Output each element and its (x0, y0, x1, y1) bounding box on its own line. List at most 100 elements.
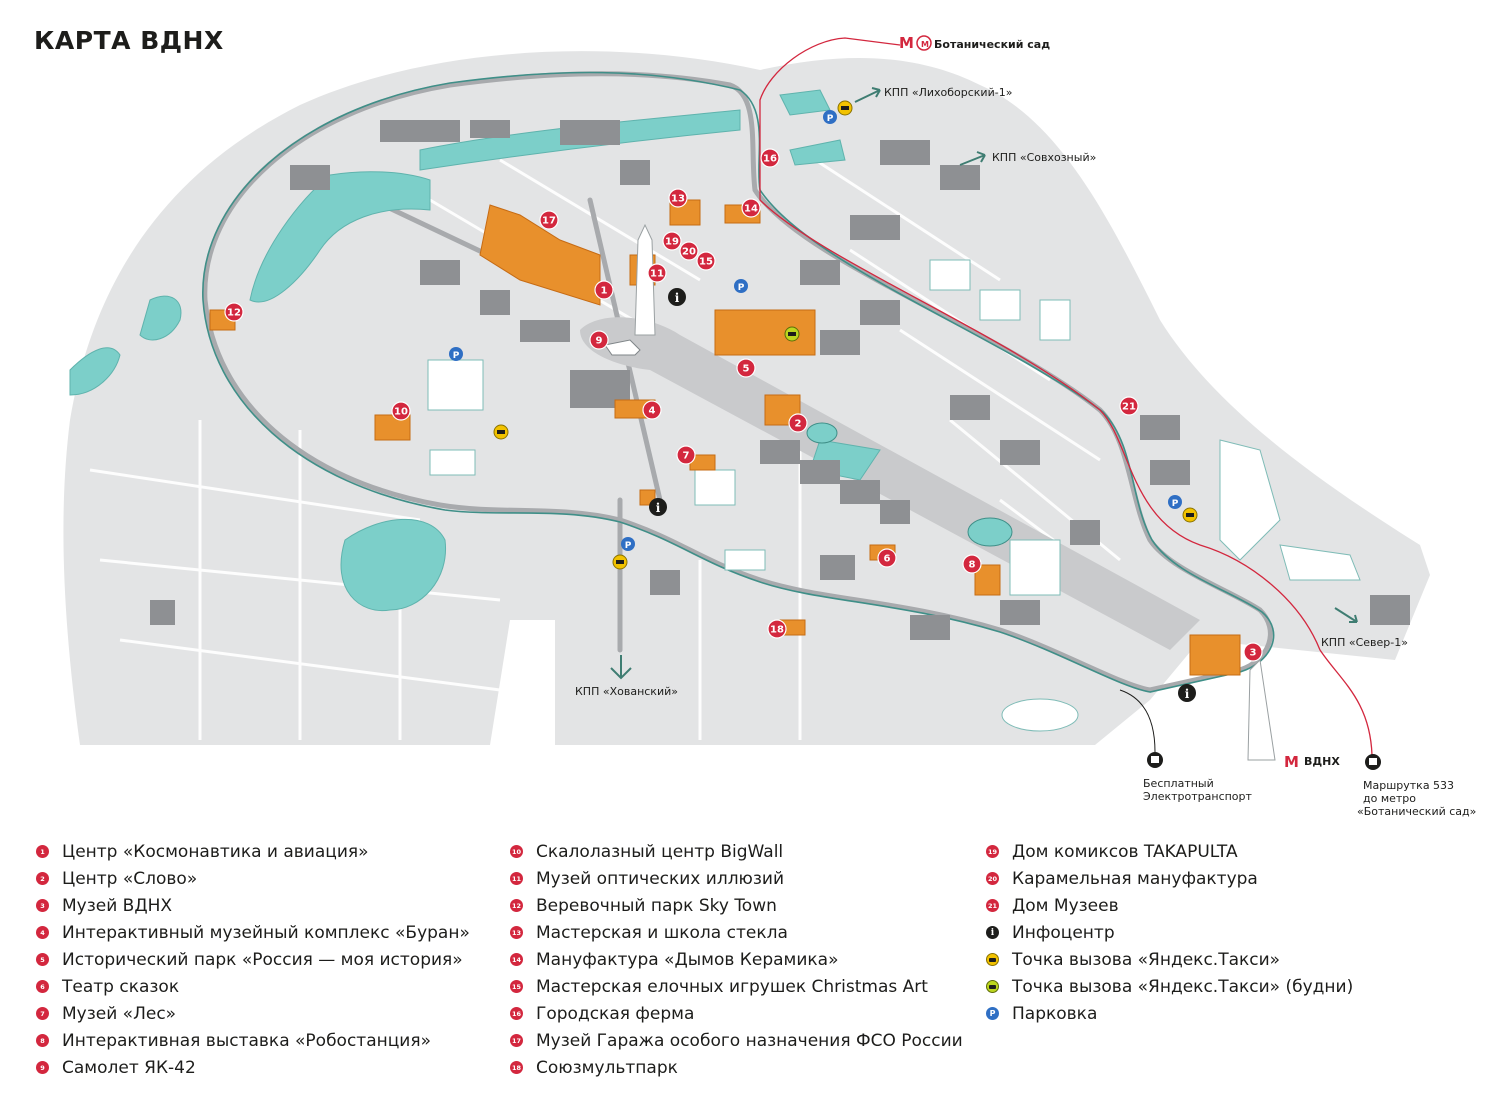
kpp-khovansky[interactable]: КПП «Хованский» (575, 655, 678, 698)
kpp-sever[interactable]: КПП «Север-1» (1321, 607, 1408, 649)
legend-label: Скалолазный центр BigWall (536, 841, 784, 862)
marker-15[interactable]: 15 (696, 251, 716, 271)
minibus-stop[interactable]: Маршрутка 533 до метро «Ботанический сад… (1357, 754, 1476, 818)
marker-16[interactable]: 16 (760, 148, 780, 168)
marker-icon: 16 (510, 1007, 523, 1020)
tram-line (202, 71, 1275, 693)
buildings (150, 120, 1410, 640)
kpp-likhoborsky[interactable]: КПП «Лихоборский-1» (854, 86, 1012, 103)
marker-2[interactable]: 2 (788, 413, 808, 433)
metro-vdnh[interactable]: M ВДНХ (1284, 753, 1340, 771)
marker-number: 17 (542, 216, 556, 227)
metro-ring-icon (916, 35, 932, 51)
marker-13[interactable]: 13 (668, 188, 688, 208)
minibus-label-3: «Ботанический сад» (1357, 805, 1476, 818)
legend-label: Музей оптических иллюзий (536, 868, 785, 889)
taxi-icon (1182, 507, 1198, 523)
legend-label: Точка вызова «Яндекс.Такси» (будни) (1012, 976, 1354, 997)
legend-item-taxi[interactable]: Точка вызова «Яндекс.Такси» (986, 946, 1353, 973)
marker-3[interactable]: 3 (1243, 642, 1263, 662)
marker-10[interactable]: 10 (391, 401, 411, 421)
marker-8[interactable]: 8 (962, 554, 982, 574)
marker-12[interactable]: 12 (224, 302, 244, 322)
marker-icon: 8 (36, 1034, 49, 1047)
taxi-points[interactable] (493, 100, 1198, 570)
marker-5[interactable]: 5 (736, 358, 756, 378)
marker-18[interactable]: 18 (767, 619, 787, 639)
marker-20[interactable]: 20 (679, 241, 699, 261)
metro-logo-icon: M (899, 34, 914, 52)
vdnh-map[interactable]: i i i P P P P P 123456789101112131415161… (0, 0, 1500, 830)
legend-label: Дом Музеев (1012, 895, 1119, 916)
marker-number: 4 (649, 406, 656, 417)
taxi-icon (986, 953, 999, 966)
legend-item-taxi-weekdays[interactable]: Точка вызова «Яндекс.Такси» (будни) (986, 973, 1353, 1000)
marker-14[interactable]: 14 (741, 198, 761, 218)
marker-19[interactable]: 19 (662, 231, 682, 251)
marker-17[interactable]: 17 (539, 210, 559, 230)
marker-7[interactable]: 7 (676, 445, 696, 465)
marker-icon: 1 (36, 845, 49, 858)
free-transport-stop[interactable]: Бесплатный Электротранспорт (1119, 689, 1253, 803)
taxi-icon (612, 554, 628, 570)
vdnh-stele (1247, 658, 1276, 761)
legend-item[interactable]: 8 Интерактивная выставка «Робостанция» (36, 1027, 470, 1054)
marker-21[interactable]: 21 (1119, 396, 1139, 416)
kpp-khovansky-label: КПП «Хованский» (575, 685, 678, 698)
parking-spots[interactable]: P P P P P (449, 110, 1182, 551)
taxi-icon (493, 424, 509, 440)
marker-number: 19 (665, 237, 679, 248)
marker-icon: 5 (36, 953, 49, 966)
legend-label: Интерактивная выставка «Робостанция» (62, 1030, 431, 1051)
parking-icon: P (621, 537, 635, 551)
arrow-icon (959, 151, 986, 166)
legend-label: Мастерская и школа стекла (536, 922, 788, 943)
svg-text:P: P (1172, 499, 1179, 509)
kpp-sovkhozny[interactable]: КПП «Совхозный» (959, 151, 1096, 166)
marker-11[interactable]: 11 (647, 263, 667, 283)
minibus-label-1: Маршрутка 533 (1363, 779, 1454, 792)
info-centers[interactable]: i i i (649, 288, 1196, 702)
marker-1[interactable]: 1 (594, 280, 614, 300)
minibus-label-2: до метро (1363, 792, 1416, 805)
legend-label: Самолет ЯК-42 (62, 1057, 196, 1078)
marker-number: 14 (744, 204, 758, 215)
marker-4[interactable]: 4 (642, 400, 662, 420)
svg-text:P: P (827, 114, 834, 124)
legend-label: Мастерская елочных игрушек Christmas Art (536, 976, 928, 997)
legend-label: Интерактивный музейный комплекс «Буран» (62, 922, 470, 943)
marker-6[interactable]: 6 (877, 548, 897, 568)
legend-label: Союзмультпарк (536, 1057, 678, 1078)
legend-label: Точка вызова «Яндекс.Такси» (1012, 949, 1281, 970)
marker-number: 12 (227, 308, 241, 319)
legend-label: Веревочный парк Sky Town (536, 895, 777, 916)
legend-label: Музей ВДНХ (62, 895, 173, 916)
legend-label: Дом комиксов TAKAPULTA (1012, 841, 1238, 862)
marker-9[interactable]: 9 (589, 330, 609, 350)
metro-botanical[interactable]: M M Ботанический сад (899, 34, 1050, 52)
legend-label: Музей «Лес» (62, 1003, 177, 1024)
